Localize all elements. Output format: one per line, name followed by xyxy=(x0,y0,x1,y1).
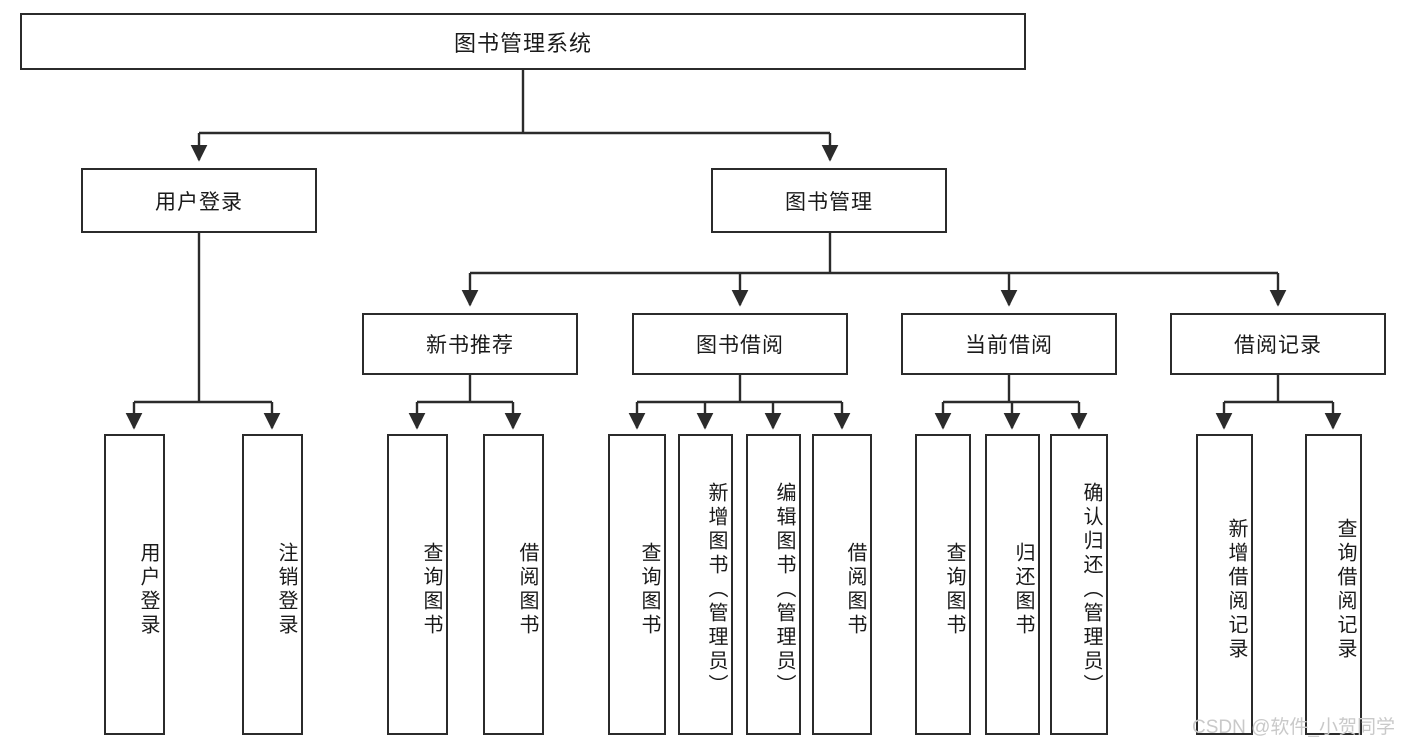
node-book-borrow[interactable]: 图书借阅 xyxy=(632,313,848,375)
leaf-query-book-current[interactable]: 查询图书 xyxy=(915,434,971,735)
leaf-label: 查询图书 xyxy=(420,541,442,638)
leaf-label: 借阅图书 xyxy=(844,541,866,638)
leaf-query-borrow-record[interactable]: 查询借阅记录 xyxy=(1305,434,1362,735)
leaf-return-book[interactable]: 归还图书 xyxy=(985,434,1040,735)
leaf-label: 新增图书（管理员） xyxy=(705,481,727,698)
leaf-label: 查询借阅记录 xyxy=(1334,517,1356,662)
leaf-label: 注销登录 xyxy=(275,541,297,638)
node-current-borrow[interactable]: 当前借阅 xyxy=(901,313,1117,375)
leaf-label: 确认归还（管理员） xyxy=(1080,481,1102,698)
leaf-label: 编辑图书（管理员） xyxy=(773,481,795,698)
leaf-add-borrow-record[interactable]: 新增借阅记录 xyxy=(1196,434,1253,735)
leaf-logout[interactable]: 注销登录 xyxy=(242,434,303,735)
leaf-add-book-admin[interactable]: 新增图书（管理员） xyxy=(678,434,733,735)
node-new-book-recommend[interactable]: 新书推荐 xyxy=(362,313,578,375)
node-root-system[interactable]: 图书管理系统 xyxy=(20,13,1026,70)
node-user-login[interactable]: 用户登录 xyxy=(81,168,317,233)
leaf-edit-book-admin[interactable]: 编辑图书（管理员） xyxy=(746,434,801,735)
csdn-watermark: CSDN @软件_小贺同学 xyxy=(1192,717,1395,738)
leaf-query-book-recommend[interactable]: 查询图书 xyxy=(387,434,448,735)
leaf-label: 查询图书 xyxy=(638,541,660,638)
node-book-management[interactable]: 图书管理 xyxy=(711,168,947,233)
leaf-label: 用户登录 xyxy=(137,541,159,638)
leaf-label: 新增借阅记录 xyxy=(1225,517,1247,662)
leaf-label: 查询图书 xyxy=(943,541,965,638)
node-borrow-records[interactable]: 借阅记录 xyxy=(1170,313,1386,375)
leaf-label: 借阅图书 xyxy=(516,541,538,638)
leaf-query-book-borrow[interactable]: 查询图书 xyxy=(608,434,666,735)
leaf-borrow-book-recommend[interactable]: 借阅图书 xyxy=(483,434,544,735)
leaf-user-login[interactable]: 用户登录 xyxy=(104,434,165,735)
leaf-borrow-book[interactable]: 借阅图书 xyxy=(812,434,872,735)
leaf-label: 归还图书 xyxy=(1012,541,1034,638)
leaf-confirm-return-admin[interactable]: 确认归还（管理员） xyxy=(1050,434,1108,735)
